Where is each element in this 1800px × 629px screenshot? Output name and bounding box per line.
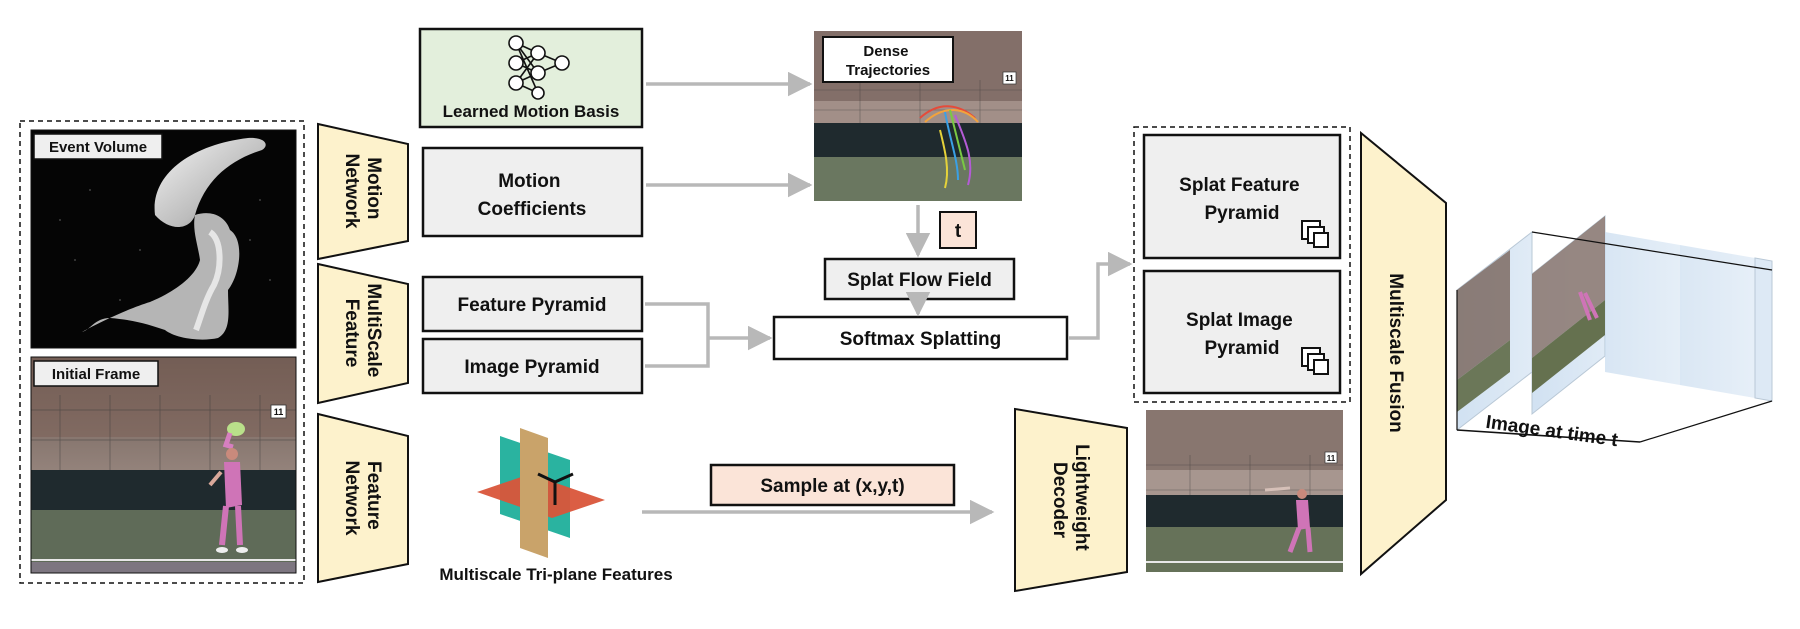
arrow-softmax-to-splat	[1069, 251, 1133, 340]
lightweight-decoder-line2: Decoder	[1049, 462, 1070, 539]
neural-network-icon	[508, 35, 570, 100]
image-pyramid-label: Image Pyramid	[464, 357, 599, 378]
output-image-stack	[1456, 214, 1773, 443]
splat-flow-field-box: Splat Flow Field	[823, 257, 1016, 301]
svg-text:Motion Network: Motion Network	[341, 154, 384, 229]
svg-text:Splat Image Pyramid: Splat Image Pyramid	[1186, 310, 1298, 359]
splat-image-pyramid-line2: Pyramid	[1205, 338, 1280, 359]
initial-frame-label: Initial Frame	[52, 366, 140, 383]
sample-at-label: Sample at (x,y,t)	[760, 476, 904, 497]
triplane-caption: Multiscale Tri-plane Features	[439, 565, 672, 584]
feature-network-block: Feature Network	[317, 412, 409, 584]
event-volume-label: Event Volume	[49, 139, 147, 156]
flow-arrows	[642, 71, 1133, 525]
feature-network-line2: Network	[341, 461, 362, 536]
motion-network-line1: Motion	[363, 157, 384, 219]
feature-network-line1: Feature	[363, 461, 384, 530]
multiscale-feature-line2: Feature	[341, 299, 362, 368]
svg-text:Splat Feature Pyramid: Splat Feature Pyramid	[1179, 175, 1305, 224]
feature-pyramid-label: Feature Pyramid	[458, 295, 607, 316]
triplane-figure	[477, 428, 605, 558]
initial-frame-image	[31, 357, 296, 573]
lightweight-decoder-block: Lightweight Decoder	[1014, 407, 1128, 593]
frame-number-text: 11	[1327, 454, 1336, 463]
svg-text:Feature Network: Feature Network	[341, 461, 384, 536]
output-caption: Image at time t	[1484, 412, 1619, 451]
input-panel	[19, 120, 305, 584]
learned-motion-basis-label: Learned Motion Basis	[443, 102, 620, 121]
splat-flow-field-label: Splat Flow Field	[847, 270, 992, 291]
lightweight-decoder-line1: Lightweight	[1071, 444, 1092, 551]
motion-network-block: Motion Network	[317, 122, 409, 261]
splat-image-pyramid-line1: Splat Image	[1186, 310, 1293, 331]
splat-image-pyramid-box: Splat Image Pyramid	[1142, 269, 1342, 395]
motion-coefficients-line2: Coefficients	[478, 199, 587, 220]
motion-network-line2: Network	[341, 154, 362, 229]
learned-motion-basis-box: Learned Motion Basis	[418, 27, 644, 129]
initial-frame-label-box	[33, 360, 159, 387]
dense-trajectories-line1: Dense	[863, 43, 908, 60]
softmax-splatting-box: Softmax Splatting	[772, 315, 1069, 361]
svg-text:Lightweight Decoder: Lightweight Decoder	[1049, 444, 1092, 556]
frame-number-text: 11	[274, 407, 284, 417]
splat-pyramids-panel	[1133, 126, 1351, 403]
t-token-label: t	[955, 221, 962, 242]
splat-feature-pyramid-box: Splat Feature Pyramid	[1142, 133, 1342, 260]
multiscale-fusion-label: Multiscale Fusion	[1385, 273, 1406, 432]
multiscale-feature-block: MultiScale Feature	[317, 262, 409, 405]
decoder-output-image: 11	[1146, 410, 1343, 572]
multiscale-fusion-block: Multiscale Fusion	[1360, 130, 1447, 577]
sample-at-box: Sample at (x,y,t)	[709, 463, 956, 507]
softmax-splatting-label: Softmax Splatting	[840, 329, 1002, 350]
stacked-layers-icon	[1301, 220, 1329, 248]
frame-number-badge	[270, 404, 287, 419]
event-volume-label-box	[33, 133, 163, 160]
stacked-layers-icon	[1301, 347, 1329, 375]
splat-feature-pyramid-line1: Splat Feature	[1179, 175, 1299, 196]
svg-text:Dense Trajectories: Dense Trajectories	[846, 43, 930, 79]
multiscale-feature-line1: MultiScale	[363, 283, 384, 377]
feature-pyramid-box: Feature Pyramid	[421, 275, 644, 333]
motion-coefficients-line1: Motion	[498, 171, 560, 192]
arrow-pyramids-to-softmax	[645, 302, 710, 368]
splat-feature-pyramid-line2: Pyramid	[1205, 203, 1280, 224]
frame-number-text: 11	[1005, 74, 1014, 83]
svg-text:Motion Coefficients: Motion Coefficients	[478, 171, 587, 220]
dense-trajectories-label-box	[822, 36, 954, 83]
dense-trajectories-line2: Trajectories	[846, 62, 930, 79]
image-pyramid-box: Image Pyramid	[421, 337, 644, 395]
motion-coefficients-box: Motion Coefficients	[421, 146, 644, 238]
event-volume-image	[31, 130, 296, 348]
t-token-box: t	[939, 211, 977, 249]
svg-text:MultiScale Feature: MultiScale Feature	[341, 283, 384, 382]
